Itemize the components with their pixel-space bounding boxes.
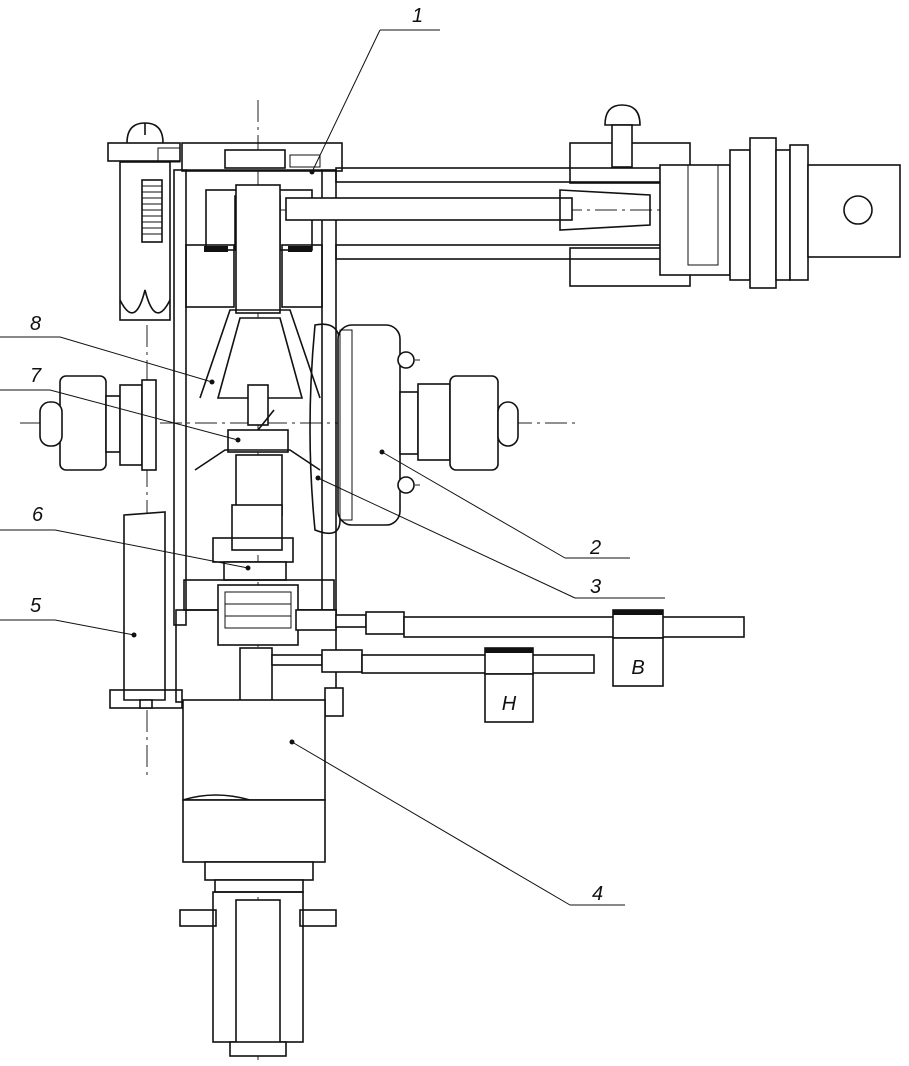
callout-2: 2 (589, 537, 601, 559)
callout-1: 1 (412, 5, 423, 27)
seals (185, 244, 323, 308)
terminal-h-label: H (502, 693, 517, 715)
horizontal-arm (285, 104, 901, 289)
shaft-and-funnel (194, 184, 321, 581)
callout-7: 7 (30, 365, 42, 387)
callout-3: 3 (590, 576, 601, 598)
terminal-b: B (612, 609, 664, 687)
left-bracket (107, 122, 181, 321)
callout-4: 4 (592, 883, 603, 905)
left-lower-bracket (109, 511, 183, 709)
callout-8: 8 (30, 313, 41, 335)
leader-lines (0, 29, 665, 906)
base-block (175, 579, 337, 707)
lower-body (182, 687, 344, 893)
callout-labels: 1 8 7 6 5 2 3 4 (30, 5, 603, 905)
leader-dots (131, 169, 385, 745)
right-disc-assembly (309, 323, 519, 535)
terminal-h: H (484, 647, 534, 723)
terminal-b-label: B (631, 657, 644, 679)
left-knob (39, 375, 157, 471)
top-cap (181, 142, 343, 172)
callout-5: 5 (30, 595, 42, 617)
bottom-fitting (179, 891, 337, 1057)
callout-6: 6 (32, 504, 44, 526)
